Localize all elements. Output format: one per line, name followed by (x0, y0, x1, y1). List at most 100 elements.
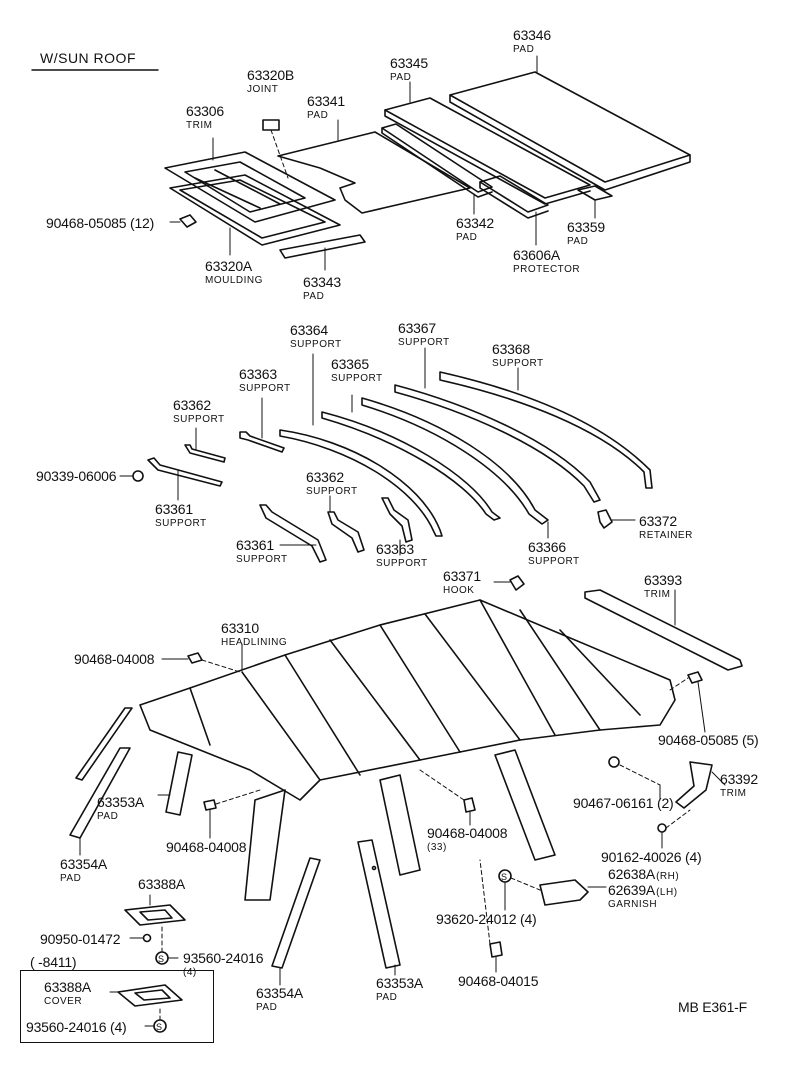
screw-90162-40026 (657, 823, 667, 833)
part-name: PROTECTOR (513, 264, 581, 275)
pad-63346-shape (449, 71, 691, 191)
part-name: TRIM (644, 589, 671, 600)
part-name: TRIM (186, 120, 213, 131)
part-name: PAD (376, 992, 398, 1003)
pad-63353A-b-shape (357, 839, 401, 969)
part-name: SUPPORT (331, 373, 383, 384)
part-number: 63365 (331, 356, 369, 372)
callout-garnish: GARNISH (608, 900, 657, 910)
part-number: 63388A (44, 979, 92, 995)
callout-90468-04008-a: 90468-04008 (74, 651, 155, 668)
support-63362-b-shape (327, 511, 365, 553)
part-name: SUPPORT (155, 518, 207, 529)
screw-90468-05085-12 (179, 214, 197, 228)
part-name: PAD (567, 236, 589, 247)
pillar-front-shape (494, 749, 556, 861)
pad-63353A-a-shape (165, 751, 193, 816)
pad-63341-shape (277, 131, 471, 214)
part-number: 63371 (443, 568, 481, 584)
part-number: 63364 (290, 322, 328, 338)
support-63363-a-shape (239, 431, 285, 453)
part-number: 63368 (492, 341, 530, 357)
part-name: PAD (390, 72, 412, 83)
clip-90950-01472 (142, 933, 152, 943)
part-number: 63310 (221, 620, 259, 636)
trim-63392-shape (675, 761, 713, 809)
callout-90468-04008-b: 90468-04008 (166, 840, 247, 856)
part-number: 63363 (376, 541, 414, 557)
callout-90468-04015: 90468-04015 (458, 974, 539, 990)
part-name: SUPPORT (376, 558, 428, 569)
pad-63354A-b-shape (271, 857, 321, 969)
part-name: MOULDING (205, 275, 263, 286)
callout-62639A: 62639A(LH) (608, 883, 678, 899)
part-number: 63346 (513, 27, 551, 43)
part-number: 63306 (186, 103, 224, 119)
trim-63393-shape (584, 589, 743, 671)
trim-63306-shape (164, 151, 336, 223)
part-number: 90468-04008 (427, 825, 508, 841)
part-number: 63354A (256, 985, 304, 1001)
cover-63388A-a-shape (124, 904, 186, 926)
support-63366-shape (361, 397, 549, 525)
part-name: PAD (97, 811, 119, 822)
part-name: PAD (60, 873, 82, 884)
part-name: HOOK (443, 585, 475, 596)
part-name: SUPPORT (492, 358, 544, 369)
part-number: 63606A (513, 247, 561, 263)
part-name: (LH) (656, 887, 678, 898)
part-number: 90339-06006 (36, 468, 117, 484)
part-name: JOINT (247, 84, 279, 95)
svg-text:S: S (158, 954, 164, 964)
part-number: 63353A (376, 975, 424, 991)
part-number: 63343 (303, 274, 341, 290)
legacy-part-box (20, 970, 214, 1043)
retainer-63372-shape (597, 509, 613, 529)
callout-90468-05085-5: 90468-05085 (5) (658, 733, 759, 749)
clip-90339-06006 (132, 470, 144, 482)
screw-90468-04015 (489, 941, 503, 958)
screw-90467-06161 (608, 756, 620, 768)
part-name: PAD (513, 44, 535, 55)
svg-text:S: S (156, 1022, 162, 1032)
part-number: 63345 (390, 55, 428, 71)
svg-text:S: S (501, 872, 507, 882)
screw-90468-04008-33 (463, 797, 476, 813)
part-number: 63363 (239, 366, 277, 382)
part-number: 63362 (173, 397, 211, 413)
screw-90468-04008-a (187, 652, 203, 664)
part-number: 63393 (644, 572, 682, 588)
part-number: 90468-04008 (74, 651, 155, 667)
callout-63388A-a: 63388A (138, 877, 185, 893)
part-number: 63367 (398, 320, 436, 336)
part-number: 93560-24016 (183, 950, 264, 966)
callout-90468-05085-12: 90468-05085 (12) (46, 216, 154, 232)
screw-90468-04008-b (203, 799, 217, 811)
part-name: GARNISH (608, 899, 658, 910)
part-name: SUPPORT (290, 339, 342, 350)
diagram-title: W/SUN ROOF (40, 50, 136, 66)
part-name: HEADLINING (221, 637, 288, 648)
part-name: SUPPORT (528, 556, 580, 567)
protector-63606A-shape (479, 175, 549, 219)
part-name: COVER (44, 996, 83, 1007)
headlining-63310-shape (139, 599, 676, 801)
support-63368-shape (439, 371, 653, 489)
reference-code: MB E361-F (678, 999, 747, 1015)
part-name: SUPPORT (239, 383, 291, 394)
pillar-rear-shape (244, 789, 286, 901)
part-number: 63361 (236, 537, 274, 553)
hook-63371-shape (509, 575, 525, 591)
part-number: 62639A (608, 882, 656, 898)
part-name: PAD (256, 1002, 278, 1013)
